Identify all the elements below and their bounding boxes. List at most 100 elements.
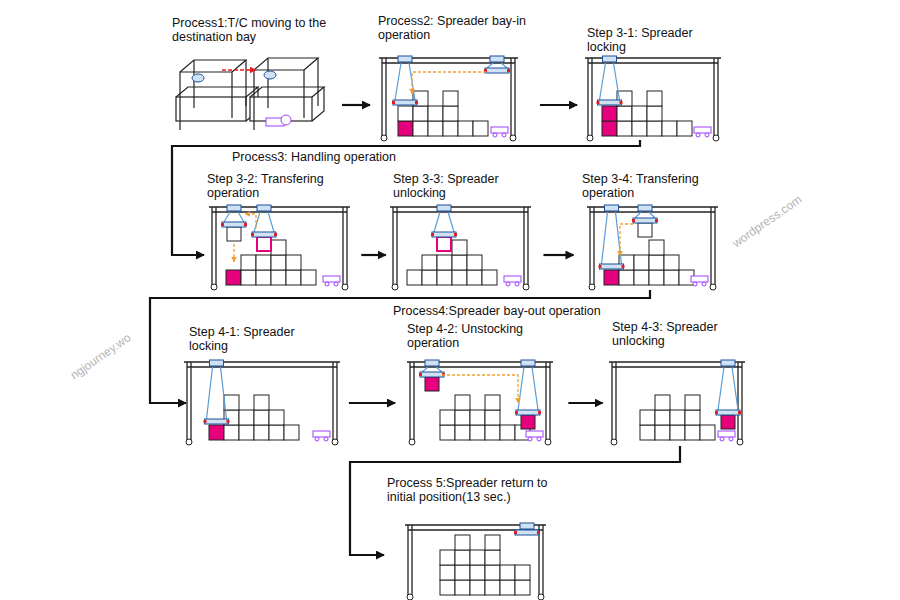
container bbox=[515, 565, 530, 580]
twistlock bbox=[392, 101, 395, 104]
gantry-leg bbox=[392, 207, 393, 285]
twistlock bbox=[622, 265, 625, 268]
gantry-wheel bbox=[710, 284, 716, 290]
truck-wheel bbox=[325, 282, 329, 286]
trolley bbox=[520, 523, 534, 529]
spreader bbox=[515, 530, 539, 535]
gantry-leg bbox=[523, 207, 524, 285]
crane-panel bbox=[405, 523, 546, 600]
flow-arrow bbox=[349, 402, 395, 404]
motion-arrow bbox=[412, 72, 486, 94]
twistlock bbox=[244, 223, 247, 226]
gantry-leg bbox=[346, 207, 347, 285]
truck-wheel bbox=[315, 437, 319, 441]
container bbox=[670, 410, 685, 425]
container bbox=[632, 121, 647, 136]
truck-wheel bbox=[720, 437, 724, 441]
motion-arrow bbox=[245, 214, 256, 228]
container bbox=[455, 535, 470, 550]
hoist-cable bbox=[254, 212, 260, 232]
spreader bbox=[222, 222, 246, 227]
gantry-leg bbox=[615, 362, 616, 440]
gantry-leg bbox=[527, 207, 528, 285]
group-heading: Process3: Handling operation bbox=[230, 150, 398, 164]
trolley bbox=[603, 56, 617, 62]
container bbox=[440, 410, 455, 425]
twistlock bbox=[655, 219, 658, 222]
gantry-wheel bbox=[523, 284, 529, 290]
gantry-leg bbox=[396, 207, 397, 285]
truck-wheel bbox=[502, 133, 506, 137]
carried-container bbox=[521, 415, 535, 429]
hoist-cable bbox=[268, 212, 274, 232]
container bbox=[271, 255, 286, 270]
container bbox=[452, 270, 467, 285]
container bbox=[443, 91, 458, 106]
container bbox=[473, 121, 488, 136]
twistlock bbox=[227, 420, 230, 423]
panel-heading: Step 3-2: Transfering operation bbox=[205, 172, 352, 200]
spreader bbox=[252, 232, 276, 237]
container bbox=[241, 270, 256, 285]
container bbox=[269, 425, 284, 440]
flow-arrow bbox=[540, 104, 577, 106]
truck-wheel bbox=[705, 133, 709, 137]
crane-panel bbox=[379, 56, 518, 141]
twistlock bbox=[431, 233, 434, 236]
gantry-leg bbox=[409, 362, 410, 440]
container bbox=[455, 550, 470, 565]
container bbox=[239, 410, 254, 425]
container bbox=[398, 106, 413, 121]
twistlock bbox=[597, 101, 600, 104]
twistlock bbox=[274, 233, 277, 236]
gantry-wheel bbox=[589, 284, 595, 290]
gantry-frame bbox=[317, 58, 318, 106]
panel-heading: Step 4-1: Spreader locking bbox=[187, 325, 319, 353]
container bbox=[455, 410, 470, 425]
gantry-beam bbox=[588, 62, 718, 63]
group-heading: Process4:Spreader bay-out operation bbox=[391, 304, 603, 318]
container bbox=[452, 240, 467, 255]
twistlock bbox=[538, 411, 541, 414]
container bbox=[617, 106, 632, 121]
container bbox=[485, 410, 500, 425]
container bbox=[515, 580, 530, 595]
gantry-beam bbox=[184, 361, 340, 362]
panel-heading: Step 3-4: Transfering operation bbox=[580, 172, 722, 200]
hoist-cable bbox=[221, 367, 227, 419]
container bbox=[254, 425, 269, 440]
container bbox=[470, 565, 485, 580]
container bbox=[647, 121, 662, 136]
spreader bbox=[716, 410, 740, 415]
container bbox=[301, 270, 316, 285]
gantry-beam bbox=[393, 211, 528, 212]
motion-arrow bbox=[620, 224, 633, 256]
container bbox=[269, 410, 284, 425]
gantry-leg bbox=[336, 362, 337, 440]
truck-wheel bbox=[515, 282, 519, 286]
hoist-cable bbox=[434, 212, 440, 232]
truck bbox=[281, 115, 291, 125]
panel-heading: Process 5:Spreader return to initial pos… bbox=[385, 476, 579, 504]
container bbox=[685, 425, 700, 440]
crane-panel bbox=[209, 205, 350, 290]
gantry-leg bbox=[741, 362, 742, 440]
spreader bbox=[600, 264, 624, 269]
crane-perspective bbox=[176, 58, 324, 130]
hoist-cable bbox=[732, 367, 738, 410]
container bbox=[226, 270, 241, 285]
truck bbox=[526, 431, 543, 437]
container bbox=[284, 425, 299, 440]
process-panel: Step 3-3: Spreader unlocking bbox=[391, 172, 537, 290]
hoist-cable bbox=[518, 367, 524, 410]
panel-heading: Step 4-3: Spreader unlocking bbox=[610, 320, 747, 348]
gantry-wheel bbox=[381, 135, 387, 141]
gantry-leg bbox=[413, 362, 414, 440]
truck bbox=[718, 431, 735, 437]
gantry-frame bbox=[180, 72, 232, 130]
container bbox=[649, 270, 664, 285]
gantry-leg bbox=[342, 207, 343, 285]
